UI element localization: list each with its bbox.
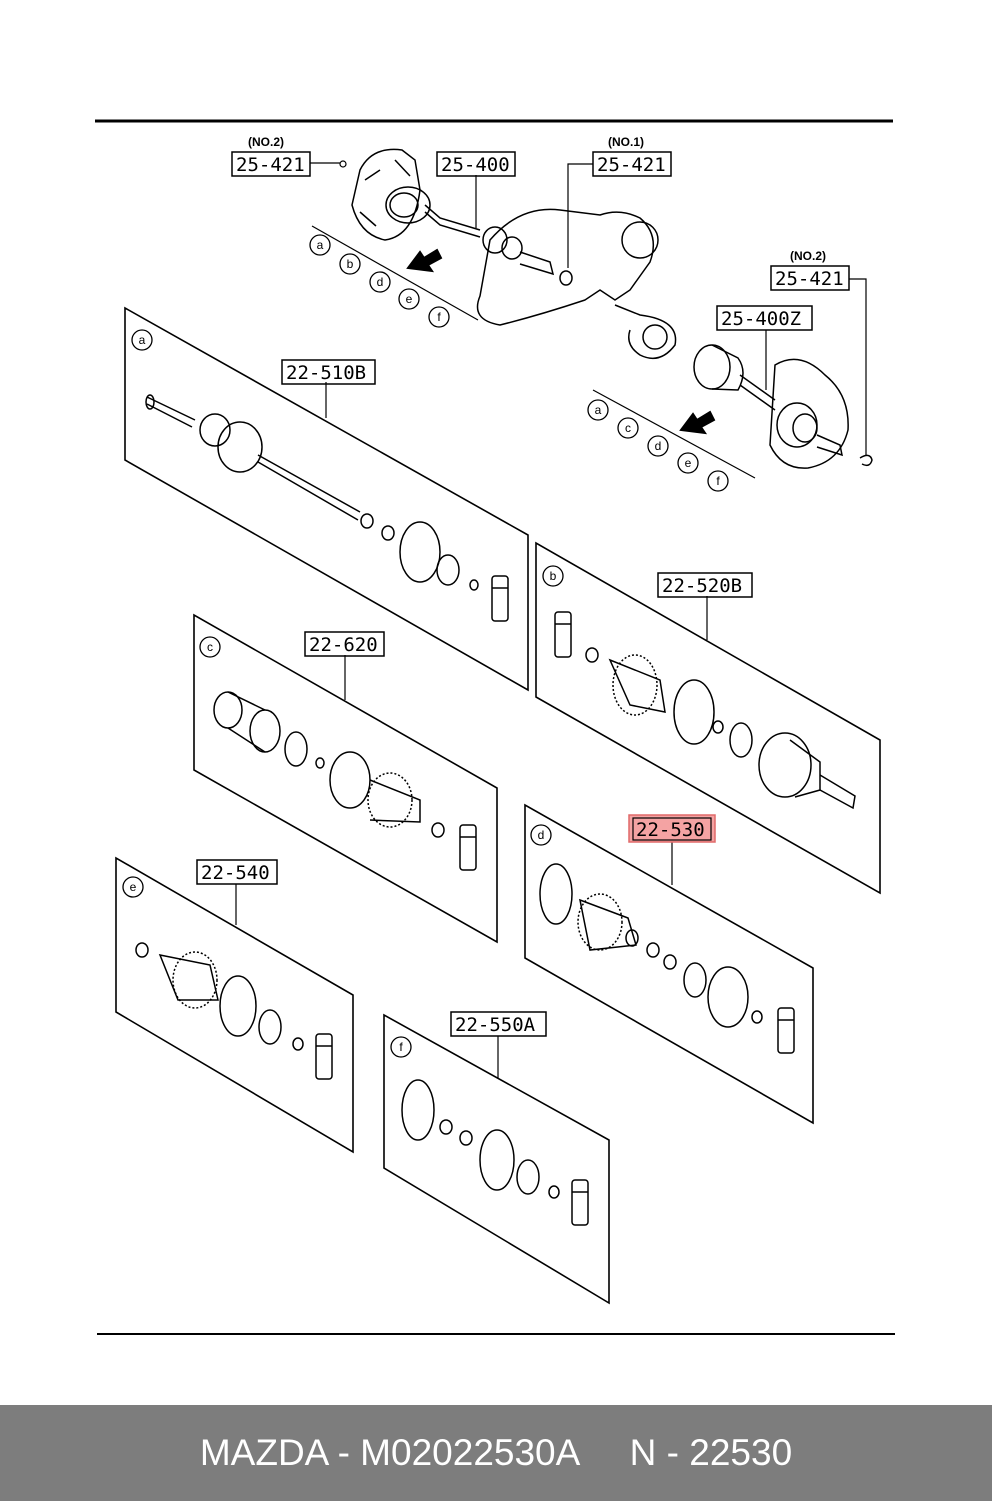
kit-e-code: 22-540 bbox=[201, 862, 270, 884]
kit-c-code: 22-620 bbox=[309, 634, 378, 656]
index-letter: e bbox=[685, 456, 692, 470]
kit-a-letter: a bbox=[139, 333, 146, 347]
exploded-parts-diagram: (NO.2) 25-421 25-400 (NO.1) 25-421 (NO.2… bbox=[95, 119, 895, 1335]
kit-f-panel bbox=[383, 1013, 610, 1305]
kit-e-parts bbox=[135, 942, 333, 1080]
part-code-knuckle-left: 25-421 bbox=[236, 154, 305, 176]
part-number-caption: MAZDA - M02022530A N - 22530 bbox=[199, 1432, 793, 1473]
index-letter: c bbox=[625, 421, 631, 435]
kit-c-panel bbox=[193, 613, 498, 944]
kit-d-code: 22-530 bbox=[636, 819, 705, 841]
right-shaft-assembly bbox=[693, 344, 873, 469]
differential-housing bbox=[476, 208, 677, 360]
part-code-knuckle-right: 25-421 bbox=[775, 268, 844, 290]
kit-b-parts bbox=[554, 611, 856, 810]
index-letter: e bbox=[406, 292, 413, 306]
kit-b-letter: b bbox=[550, 569, 557, 583]
kit-e-panel bbox=[115, 856, 354, 1154]
index-letter: d bbox=[655, 439, 662, 453]
index-letter: b bbox=[347, 257, 354, 271]
note-knuckle-right: (NO.2) bbox=[790, 249, 826, 263]
index-letter: a bbox=[317, 238, 324, 252]
kit-a-code: 22-510B bbox=[286, 362, 366, 384]
note-knuckle-left: (NO.2) bbox=[248, 135, 284, 149]
kit-b-panel bbox=[535, 541, 881, 895]
index-letter: f bbox=[437, 310, 441, 324]
highlight-box bbox=[628, 814, 716, 843]
part-code-differential: 25-421 bbox=[597, 154, 666, 176]
index-letter: d bbox=[377, 275, 384, 289]
kit-d-panel bbox=[524, 803, 814, 1125]
kit-d-parts bbox=[539, 863, 795, 1054]
kit-f-code: 22-550A bbox=[455, 1014, 536, 1036]
kit-e-letter: e bbox=[130, 880, 137, 894]
arrow-icon bbox=[679, 410, 716, 435]
index-letter: a bbox=[595, 403, 602, 417]
kit-f-parts bbox=[401, 1079, 589, 1226]
left-shaft-assembly bbox=[351, 148, 555, 276]
kit-a-parts bbox=[145, 394, 509, 622]
kit-a-panel bbox=[124, 306, 529, 692]
index-letter: f bbox=[716, 474, 720, 488]
kit-c-letter: c bbox=[207, 640, 213, 654]
kit-b-code: 22-520B bbox=[662, 575, 742, 597]
kit-c-parts bbox=[213, 691, 477, 871]
part-code-shaft-right: 25-400Z bbox=[721, 308, 801, 330]
caption-bar: MAZDA - M02022530A N - 22530 bbox=[0, 1405, 992, 1501]
arrow-icon bbox=[406, 248, 443, 273]
note-differential: (NO.1) bbox=[608, 135, 644, 149]
part-code-shaft-left: 25-400 bbox=[441, 154, 510, 176]
kit-d-letter: d bbox=[538, 828, 545, 842]
kit-f-letter: f bbox=[399, 1040, 403, 1054]
